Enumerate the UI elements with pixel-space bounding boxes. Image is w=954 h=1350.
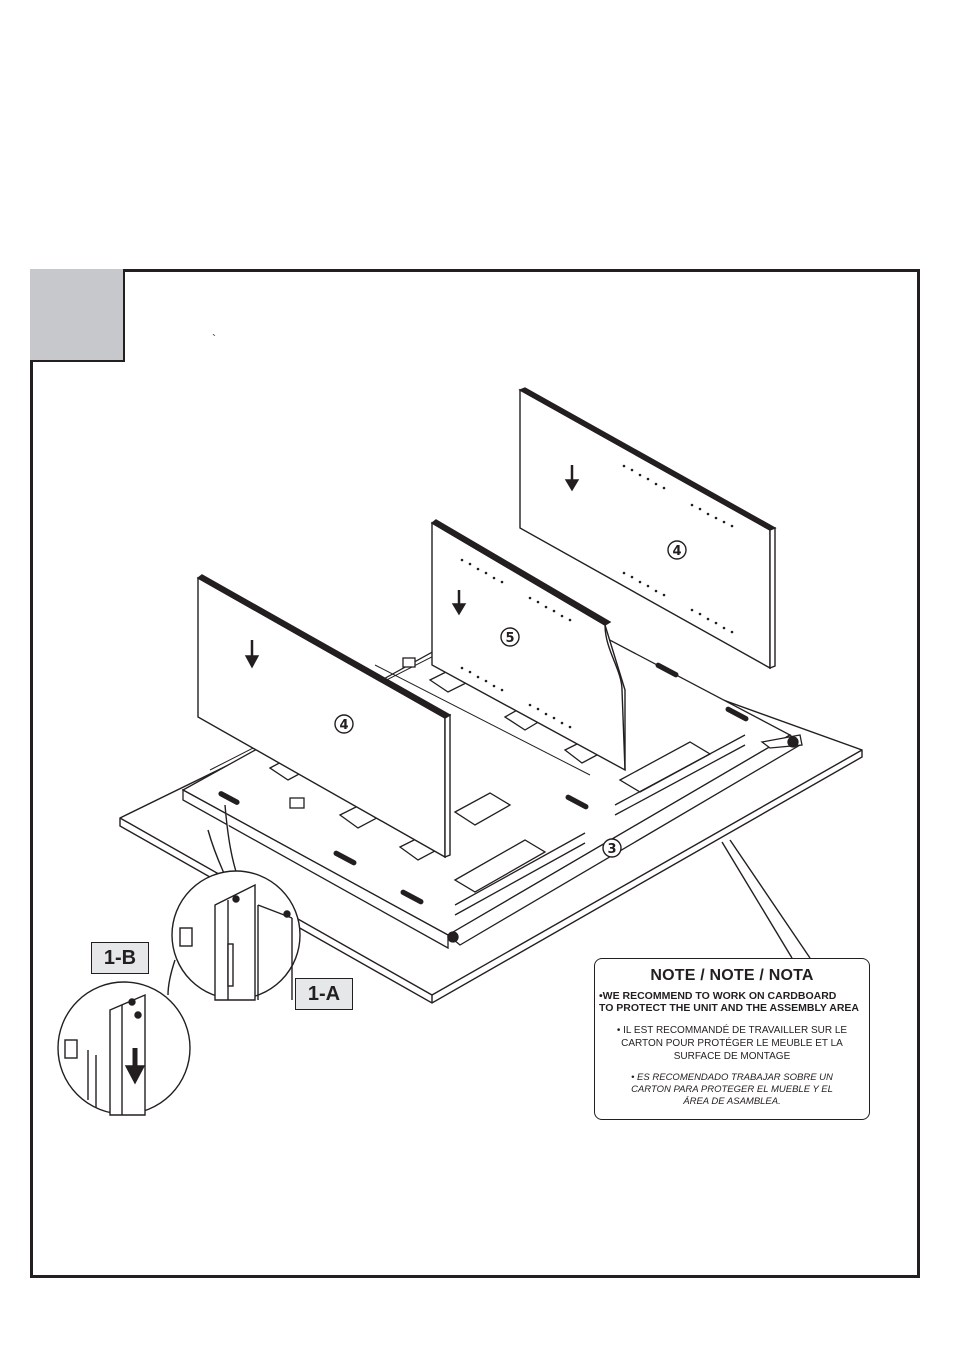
note-fr-line1: • IL EST RECOMMANDÉ DE TRAVAILLER SUR LE [601,1024,863,1037]
note-french: • IL EST RECOMMANDÉ DE TRAVAILLER SUR LE… [595,1024,869,1063]
part-4-label-front: 4 [339,718,348,733]
stray-mark: ` [212,332,216,346]
note-en-line2: TO PROTECT THE UNIT AND THE ASSEMBLY ARE… [599,1002,869,1014]
note-spanish: • ES RECOMENDADO TRABAJAR SOBRE UN CARTO… [595,1072,869,1108]
note-title: NOTE / NOTE / NOTA [595,967,869,985]
note-en-line1: •WE RECOMMEND TO WORK ON CARDBOARD [599,990,869,1002]
note-es-line3: ÁREA DE ASAMBLEA. [611,1096,853,1108]
callout-1a-tag: 1-A [295,978,353,1010]
note-box: NOTE / NOTE / NOTA •WE RECOMMEND TO WORK… [594,958,870,1120]
note-es-line2: CARTON PARA PROTEGER EL MUEBLE Y EL [611,1084,853,1096]
part-5-label: 5 [505,631,514,646]
part-4-label-rear: 4 [672,544,681,559]
note-fr-line3: SURFACE DE MONTAGE [601,1050,863,1063]
callout-1b-tag: 1-B [91,942,149,974]
part-3-label: 3 [607,842,616,857]
note-english: •WE RECOMMEND TO WORK ON CARDBOARD TO PR… [595,990,869,1014]
note-pointer [722,840,810,958]
note-es-line1: • ES RECOMENDADO TRABAJAR SOBRE UN [611,1072,853,1084]
note-fr-line2: CARTON POUR PROTÉGER LE MEUBLE ET LA [601,1037,863,1050]
